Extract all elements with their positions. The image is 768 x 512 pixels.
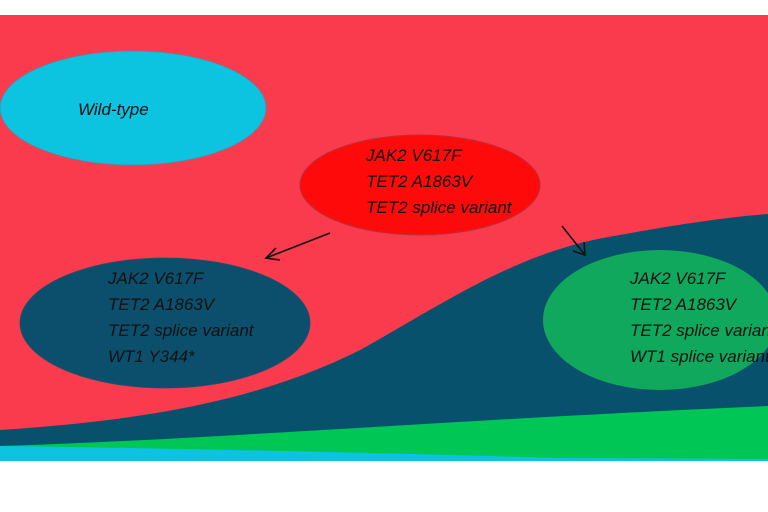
mutation: JAK2 V617F	[108, 269, 204, 288]
mutation: JAK2 V617F	[366, 146, 462, 165]
mutation: TET2 A1863V	[108, 295, 215, 314]
mutation: TET2 A1863V	[366, 172, 473, 191]
mutation: WT1 Y344*	[108, 347, 195, 366]
green-subclone-band	[0, 406, 768, 461]
right-subclone-mutations: JAK2 V617F TET2 A1863V TET2 splice varia…	[630, 266, 768, 370]
wild-type-label: Wild-type	[78, 100, 149, 119]
wild-type-band	[0, 446, 768, 461]
wild-type-ellipse	[0, 50, 267, 166]
left-subclone-mutations: JAK2 V617F TET2 A1863V TET2 splice varia…	[108, 266, 254, 370]
mutation: JAK2 V617F	[630, 269, 726, 288]
mutation: WT1 splice variant	[630, 347, 768, 366]
founder-clone-mutations: JAK2 V617F TET2 A1863V TET2 splice varia…	[366, 143, 512, 221]
mutation: TET2 splice variant	[630, 321, 768, 340]
arrow-to-left-subclone	[264, 232, 331, 261]
mutation: TET2 A1863V	[630, 295, 737, 314]
arrow-to-right-subclone	[561, 225, 586, 257]
mutation: TET2 splice variant	[108, 321, 254, 340]
left-subclone-ellipse	[19, 257, 311, 389]
right-subclone-ellipse	[543, 250, 768, 390]
mutation: TET2 splice variant	[366, 198, 512, 217]
founder-clone-ellipse	[299, 134, 541, 236]
